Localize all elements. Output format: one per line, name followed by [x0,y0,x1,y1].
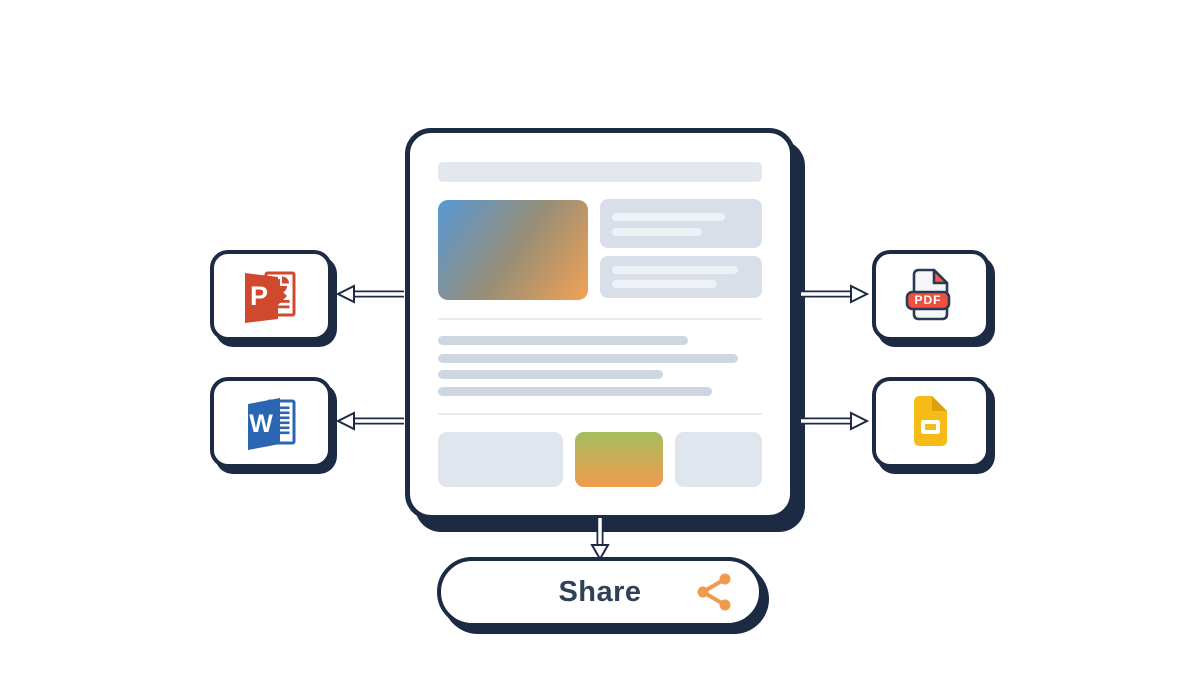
pdf-file-icon: PDF [901,266,961,326]
doc-footer-thumb-2 [575,432,663,487]
share-button-label: Share [558,576,642,608]
doc-text-line [612,280,717,288]
document-preview-card [405,128,795,520]
powerpoint-icon: P [241,266,301,326]
doc-paragraph-line [438,387,712,396]
doc-paragraph-line [438,354,738,363]
share-button[interactable]: Share [437,557,763,627]
doc-divider [438,413,762,415]
doc-text-line [612,228,702,236]
arrow-to-powerpoint [335,284,404,304]
doc-title-bar [438,162,762,182]
doc-paragraph-line [438,336,688,345]
arrow-to-share [590,518,610,562]
doc-text-block-2 [600,256,762,298]
doc-paragraph-line [438,370,663,379]
doc-footer-thumb-1 [438,432,563,487]
export-powerpoint-card[interactable]: P [210,250,332,341]
arrow-to-word [335,411,404,431]
doc-hero-image [438,200,588,300]
arrow-to-google-slides [801,411,870,431]
share-icon [697,573,731,611]
pdf-badge-label: PDF [914,292,942,307]
google-slides-icon [914,395,947,446]
export-google-slides-card[interactable] [872,377,990,468]
doc-text-block-1 [600,199,762,248]
export-word-card[interactable]: W [210,377,332,468]
doc-footer-thumb-3 [675,432,762,487]
doc-divider [438,318,762,320]
powerpoint-icon [245,271,296,323]
word-letter: W [249,409,273,438]
powerpoint-letter: P [249,280,268,311]
arrow-to-pdf [801,284,870,304]
word-icon [248,397,296,450]
doc-text-line [612,266,738,274]
doc-text-line [612,213,725,221]
pdf-file-icon [905,268,951,320]
google-slides-icon [901,393,961,453]
word-icon: W [241,393,301,453]
export-pdf-card[interactable]: PDF [872,250,990,341]
